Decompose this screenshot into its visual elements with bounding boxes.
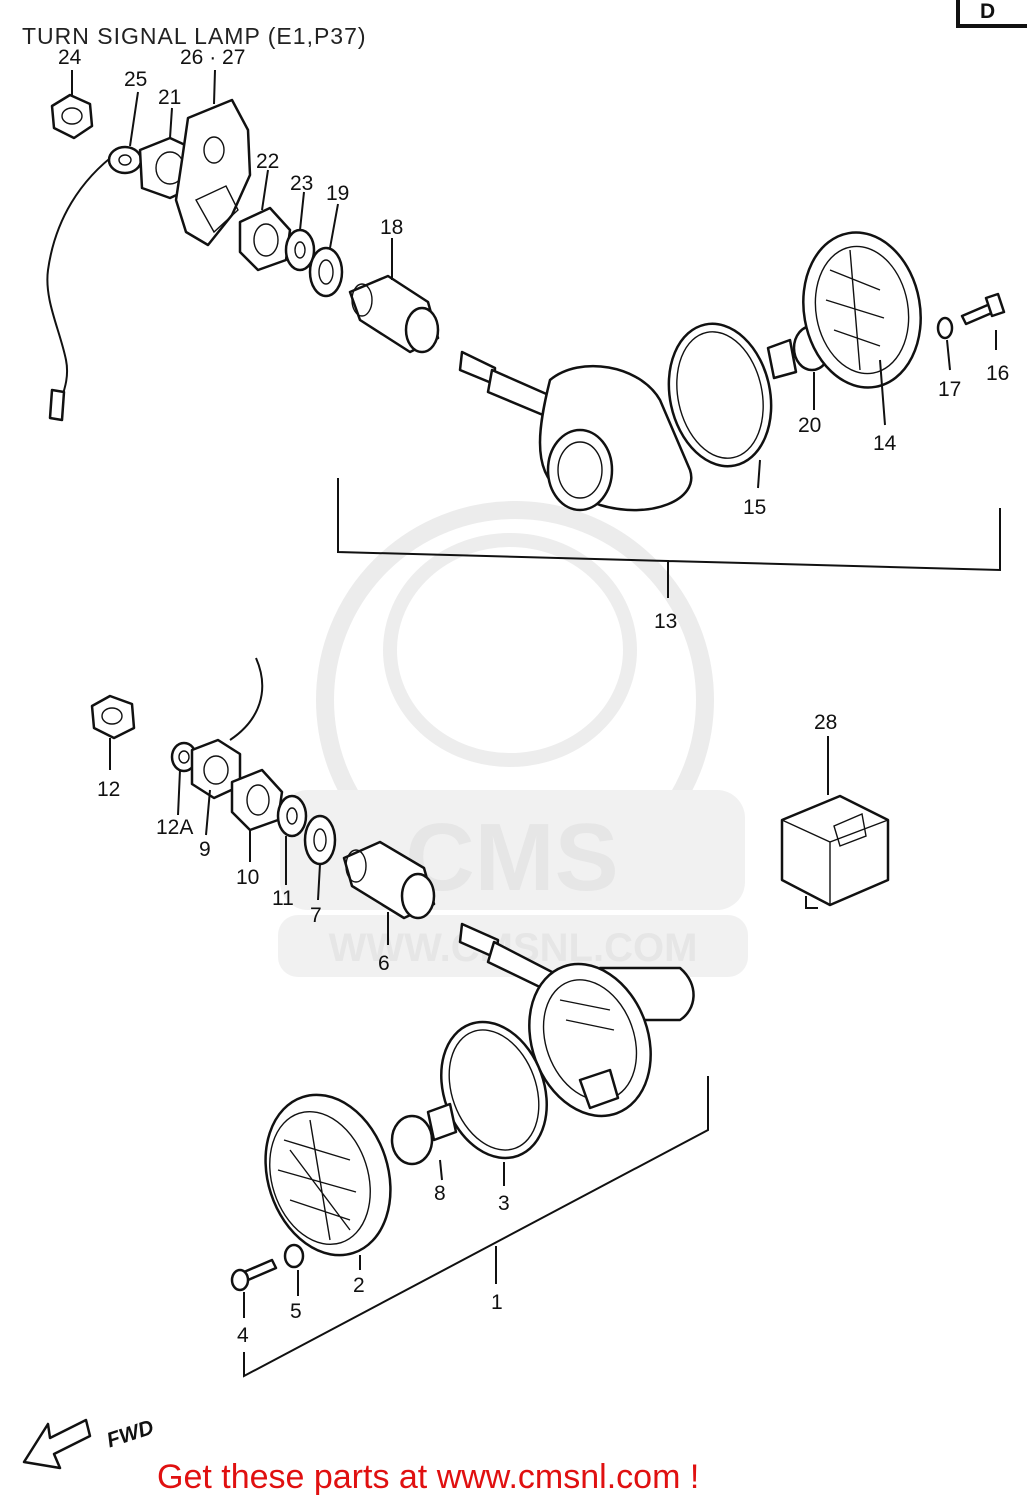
part-26-27-bracket[interactable] [174, 98, 252, 247]
front-turn-signal-assembly [90, 657, 709, 1378]
part-2-lens[interactable] [246, 1078, 411, 1271]
callout-23: 23 [290, 172, 313, 195]
callout-26-27: 26 · 27 [180, 46, 245, 69]
callout-14: 14 [873, 432, 897, 455]
callout-11: 11 [272, 887, 294, 910]
part-18-sleeve[interactable] [348, 274, 440, 354]
callout-21: 21 [158, 86, 181, 109]
fwd-arrow: FWD [22, 1416, 157, 1470]
cms-watermark: CMS WWW.CMSNL.COM [278, 501, 748, 977]
callout-7: 7 [310, 904, 322, 927]
upper-callouts: 24 25 21 26 · 27 22 23 19 18 16 17 20 14… [58, 46, 1009, 633]
part-6-sleeve[interactable] [342, 840, 436, 920]
callout-3: 3 [498, 1192, 510, 1215]
callout-8: 8 [434, 1182, 446, 1205]
part-17-washer[interactable] [936, 316, 954, 340]
part-12-nut[interactable] [90, 694, 136, 740]
callout-17: 17 [938, 378, 961, 401]
bracket-1 [243, 1076, 709, 1378]
part-15-gasket[interactable] [656, 314, 784, 476]
part-12a-washer[interactable] [170, 741, 198, 773]
callout-28: 28 [814, 711, 837, 734]
part-11-washer[interactable] [276, 794, 308, 838]
wire-upper [46, 151, 119, 411]
callout-18: 18 [380, 216, 403, 239]
stalk-housing-upper[interactable] [458, 350, 693, 512]
part-25-washer[interactable] [107, 145, 143, 175]
part-3-gasket[interactable] [423, 1007, 565, 1173]
callout-15: 15 [743, 496, 766, 519]
callout-19: 19 [326, 182, 349, 205]
wire-terminal-upper [48, 388, 66, 422]
part-7-lockwasher[interactable] [303, 814, 337, 866]
part-10-rubber[interactable] [230, 768, 284, 832]
part-14-lens[interactable] [791, 223, 932, 397]
part-24-nut[interactable] [50, 93, 94, 140]
callout-1: 1 [491, 1291, 503, 1314]
callout-20: 20 [798, 414, 821, 437]
callout-2: 2 [353, 1274, 365, 1297]
stalk-housing-lower[interactable] [458, 922, 695, 1133]
corner-box: D [956, 0, 1027, 28]
callout-5: 5 [290, 1300, 302, 1323]
part-4-screw[interactable] [230, 1258, 278, 1292]
footer-link-text[interactable]: Get these parts at www.cmsnl.com ! [157, 1458, 699, 1496]
callout-22: 22 [256, 150, 279, 173]
bracket-13 [337, 478, 1001, 598]
callout-16: 16 [986, 362, 1009, 385]
callout-24: 24 [58, 46, 82, 69]
callout-25: 25 [124, 68, 147, 91]
callout-6: 6 [378, 952, 390, 975]
part-20-bulb[interactable] [766, 324, 832, 380]
corner-letter: D [980, 0, 995, 23]
callout-4: 4 [237, 1324, 249, 1347]
callout-12a: 12A [156, 816, 193, 839]
callout-12: 12 [97, 778, 120, 801]
fwd-arrow-icon [22, 1418, 92, 1470]
lower-callouts: 12 12A 9 10 11 7 6 8 3 2 5 4 1 [97, 778, 510, 1347]
wire-lower [229, 657, 264, 741]
callout-9: 9 [199, 838, 211, 861]
part-16-screw[interactable] [960, 292, 1006, 326]
part-8-bulb[interactable] [390, 1102, 458, 1166]
callout-10: 10 [236, 866, 259, 889]
part-19-lockwasher[interactable] [308, 246, 344, 298]
rear-turn-signal-assembly [46, 69, 1006, 598]
part-5-washer[interactable] [283, 1243, 305, 1269]
part-28-relay[interactable] [780, 736, 890, 909]
callout-13: 13 [654, 610, 677, 633]
diagram-title: TURN SIGNAL LAMP (E1,P37) [22, 23, 367, 49]
watermark-brand: CMS [405, 804, 618, 911]
part-22-rubber[interactable] [238, 206, 292, 272]
fwd-label: FWD [104, 1416, 157, 1453]
